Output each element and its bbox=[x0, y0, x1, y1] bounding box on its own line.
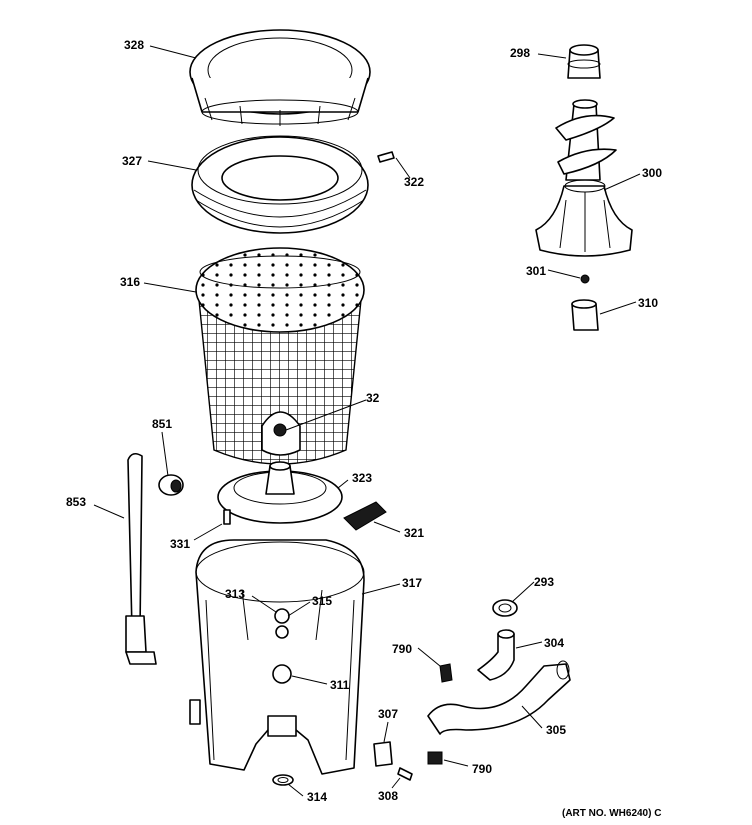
hose-305[interactable] bbox=[427, 660, 571, 735]
callout-298: 298 bbox=[510, 46, 530, 60]
hose-304[interactable] bbox=[477, 629, 515, 681]
callout-314: 314 bbox=[307, 790, 327, 804]
hose-853[interactable] bbox=[125, 452, 157, 665]
art-number: (ART NO. WH6240) C bbox=[562, 808, 661, 819]
outer-tub[interactable] bbox=[189, 539, 365, 775]
callout-322: 322 bbox=[404, 175, 424, 189]
callout-317: 317 bbox=[402, 576, 422, 590]
callout-307: 307 bbox=[378, 707, 398, 721]
callout-300: 300 bbox=[642, 166, 662, 180]
clip-321[interactable] bbox=[343, 501, 387, 531]
callout-790-upper: 790 bbox=[392, 642, 412, 656]
callout-32: 32 bbox=[366, 391, 380, 405]
callout-310: 310 bbox=[638, 296, 658, 310]
callout-301: 301 bbox=[526, 264, 546, 278]
callout-315: 315 bbox=[312, 594, 332, 608]
balance-ring[interactable] bbox=[189, 29, 371, 126]
agitator-cap[interactable] bbox=[567, 44, 601, 79]
callout-327: 327 bbox=[122, 154, 142, 168]
ring-314[interactable] bbox=[272, 774, 294, 786]
leader-lines bbox=[93, 45, 641, 797]
callout-331: 331 bbox=[170, 537, 190, 551]
screw-322[interactable] bbox=[377, 151, 395, 163]
bushing-310[interactable] bbox=[571, 299, 599, 331]
callout-313: 313 bbox=[225, 587, 245, 601]
callout-293: 293 bbox=[534, 575, 554, 589]
callout-311: 311 bbox=[330, 678, 350, 692]
screw-308[interactable] bbox=[397, 767, 413, 781]
callout-790-lower: 790 bbox=[472, 762, 492, 776]
screw-331[interactable] bbox=[223, 509, 231, 525]
callout-851: 851 bbox=[152, 417, 172, 431]
hub-assembly[interactable] bbox=[217, 461, 343, 524]
clamp-790-lower[interactable] bbox=[427, 751, 443, 765]
clamp-790-upper[interactable] bbox=[439, 663, 453, 683]
callout-853: 853 bbox=[66, 495, 86, 509]
callout-305: 305 bbox=[546, 723, 566, 737]
callout-304: 304 bbox=[544, 636, 564, 650]
fitting-851[interactable] bbox=[158, 474, 184, 496]
callout-308: 308 bbox=[378, 789, 398, 803]
agitator[interactable] bbox=[535, 99, 633, 257]
callout-labels: 328 327 322 316 32 851 853 323 321 331 3… bbox=[66, 38, 662, 804]
part-301[interactable] bbox=[580, 274, 590, 284]
hose-clamp-293[interactable] bbox=[492, 599, 518, 617]
tub-cover[interactable] bbox=[191, 135, 369, 234]
bracket-307[interactable] bbox=[373, 741, 393, 767]
callout-321: 321 bbox=[404, 526, 424, 540]
wash-basket[interactable] bbox=[195, 247, 365, 465]
callout-316: 316 bbox=[120, 275, 140, 289]
callout-323: 323 bbox=[352, 471, 372, 485]
callout-328: 328 bbox=[124, 38, 144, 52]
